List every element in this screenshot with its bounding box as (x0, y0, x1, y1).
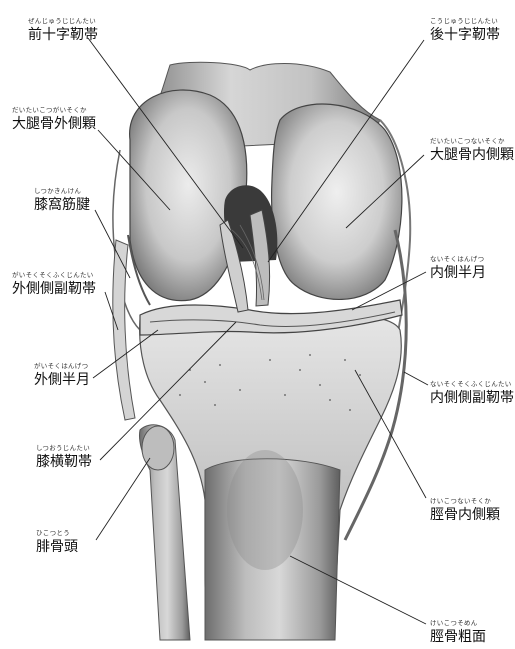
label-pcl: こうじゅうじじんたい 後十字靭帯 (430, 18, 500, 42)
text-lcl: 外側側副靭帯 (12, 282, 96, 296)
label-popliteus: しつかきんけん 膝窩筋腱 (34, 188, 90, 212)
label-lat-condyle: だいたいこつがいそくか 大腿骨外側顆 (12, 107, 96, 131)
label-acl: ぜんじゅうじじんたい 前十字靭帯 (28, 18, 98, 42)
tibial-tuberosity (227, 450, 303, 570)
text-lat-meniscus: 外側半月 (34, 373, 90, 387)
ruby-fibular-head: ひこつとう (36, 530, 78, 537)
text-acl: 前十字靭帯 (28, 28, 98, 42)
text-transverse: 膝横靭帯 (36, 455, 92, 469)
ruby-med-condyle: だいたいこつないそくか (430, 138, 514, 145)
label-fibular-head: ひこつとう 腓骨頭 (36, 530, 78, 554)
label-lat-meniscus: がいそくはんげつ 外側半月 (34, 363, 90, 387)
label-transverse: しつおうじんたい 膝横靭帯 (36, 445, 92, 469)
label-mcl: ないそくそくふくじんたい 内側側副靭帯 (430, 381, 514, 405)
ruby-tibial-tuberosity: けいこつそめん (430, 620, 486, 627)
text-tibia-med-condyle: 脛骨内側顆 (430, 508, 500, 522)
ruby-mcl: ないそくそくふくじんたい (430, 381, 514, 388)
text-mcl: 内側側副靭帯 (430, 391, 514, 405)
label-med-condyle: だいたいこつないそくか 大腿骨内側顆 (430, 138, 514, 162)
ruby-popliteus: しつかきんけん (34, 188, 90, 195)
text-med-meniscus: 内側半月 (430, 266, 486, 280)
ruby-acl: ぜんじゅうじじんたい (28, 18, 98, 25)
ruby-pcl: こうじゅうじじんたい (430, 18, 500, 25)
medial-condyle (272, 104, 402, 299)
label-lcl: がいそくそくふくじんたい 外側側副靭帯 (12, 272, 96, 296)
ruby-lcl: がいそくそくふくじんたい (12, 272, 96, 279)
label-tibia-med-condyle: けいこつないそくか 脛骨内側顆 (430, 498, 500, 522)
ruby-lat-meniscus: がいそくはんげつ (34, 363, 90, 370)
label-med-meniscus: ないそくはんげつ 内側半月 (430, 256, 486, 280)
text-med-condyle: 大腿骨内側顆 (430, 148, 514, 162)
text-tibial-tuberosity: 脛骨粗面 (430, 630, 486, 644)
text-popliteus: 膝窩筋腱 (34, 198, 90, 212)
text-lat-condyle: 大腿骨外側顆 (12, 117, 96, 131)
ruby-transverse: しつおうじんたい (36, 445, 92, 452)
ruby-med-meniscus: ないそくはんげつ (430, 256, 486, 263)
ruby-tibia-med-condyle: けいこつないそくか (430, 498, 500, 505)
label-tibial-tuberosity: けいこつそめん 脛骨粗面 (430, 620, 486, 644)
text-pcl: 後十字靭帯 (430, 28, 500, 42)
text-fibular-head: 腓骨頭 (36, 540, 78, 554)
ruby-lat-condyle: だいたいこつがいそくか (12, 107, 96, 114)
